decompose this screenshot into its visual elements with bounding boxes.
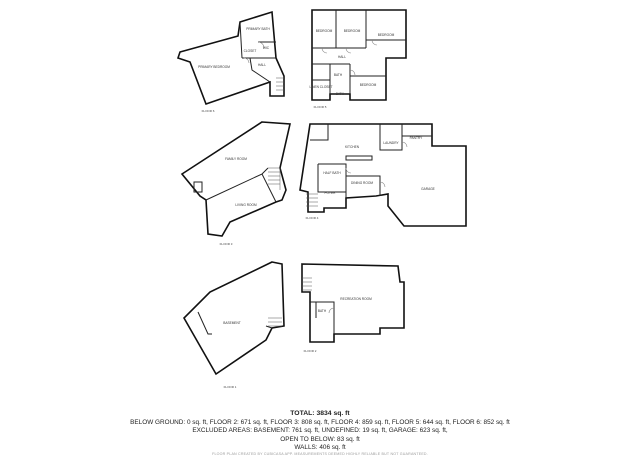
disclaimer-footer: FLOOR PLAN CREATED BY CUBICASA APP. MEAS… (212, 452, 428, 456)
floor-2-label: FLOOR 2 (304, 349, 317, 353)
area-summary: TOTAL: 3834 sq. ft BELOW GROUND: 0 sq. f… (0, 410, 640, 453)
f1-room-name: BASEMENT (223, 321, 241, 325)
floor-2-outline (301, 263, 405, 343)
f6-room-name: HALL (258, 63, 266, 67)
floor-1-label: FLOOR 1 (224, 385, 237, 389)
f6-room-name: WIC (263, 46, 270, 50)
f2-room-name: RECREATION ROOM (340, 297, 372, 301)
f6-room-name: PRIMARY BEDROOM (198, 65, 230, 69)
floor-2-stairs (302, 277, 312, 291)
f4-room-name: KITCHEN (345, 145, 360, 149)
floor-5-doors (321, 39, 378, 76)
f4-room-name: FOYER (325, 191, 337, 195)
f3-room-name: FAMILY ROOM (225, 157, 247, 161)
floor-areas-line: BELOW GROUND: 0 sq. ft, FLOOR 2: 671 sq.… (130, 418, 510, 426)
floor-6-label: FLOOR 6 (202, 109, 215, 113)
floor-6-doors (243, 41, 265, 64)
floor-2-doors (328, 307, 335, 314)
f4-room-name: LAUNDRY (383, 141, 399, 145)
f5-room-name: HALL (338, 55, 346, 59)
floor-3-stairs (268, 167, 281, 190)
floor-5-partitions (312, 10, 406, 94)
f6-room-name: PRIMARY BATH (246, 27, 270, 31)
floor-4-partitions (310, 124, 432, 198)
floor-1-plan: BASEMENT FLOOR 1 (183, 261, 285, 389)
floor-4-outline (299, 123, 467, 227)
total-area: TOTAL: 3834 sq. ft (290, 410, 350, 417)
floor-4-label: FLOOR 4 (306, 216, 319, 220)
f5-room-name: BEDROOM (344, 29, 361, 33)
floor-4-plan: KITCHEN PANTRY LAUNDRY HALF BATH FOYER D… (299, 123, 467, 227)
floor-3-label: FLOOR 3 (220, 242, 233, 246)
f4-room-name: PANTRY (410, 136, 424, 140)
f4-room-name: HALF BATH (323, 171, 341, 175)
floor-4-kitchen-counter (345, 155, 373, 161)
floor-1-stairs (268, 317, 282, 327)
f2-room-name: BATH (318, 309, 327, 313)
floor-5-label: FLOOR 5 (314, 105, 327, 109)
f6-room-name: CLOSET (244, 49, 257, 53)
f5-room-name: BEDROOM (360, 83, 377, 87)
floor-1-partitions (197, 311, 273, 335)
floor-2-partitions (310, 301, 335, 334)
floor-5-plan: BEDROOM BEDROOM BEDROOM HALL BATH BEDROO… (309, 9, 407, 109)
floor-3-outline (180, 121, 291, 237)
f4-room-name: GARAGE (421, 187, 435, 191)
f5-room-name: BATH (334, 73, 343, 77)
f5-room-name: BATH (336, 92, 345, 96)
f4-room-name: DINING ROOM (351, 181, 373, 185)
f5-room-name: BEDROOM (378, 33, 395, 37)
floor-5-outline (311, 9, 407, 101)
f3-room-name: LIVING ROOM (235, 203, 257, 207)
floor-6-stairs (276, 77, 284, 91)
floor-6-plan: PRIMARY BATH PRIMARY BEDROOM WIC CLOSET … (176, 10, 285, 113)
floor-1-outline (183, 261, 285, 376)
floor-4-doors (345, 141, 408, 188)
floor-3-plan: FAMILY ROOM LIVING ROOM FLOOR 3 (180, 121, 291, 246)
floor-2-plan: RECREATION ROOM BATH FLOOR 2 (301, 263, 405, 353)
floor-3-fireplace (193, 181, 203, 193)
floor-4-stairs (306, 193, 318, 207)
floor-plans-canvas: PRIMARY BATH PRIMARY BEDROOM WIC CLOSET … (176, 9, 467, 389)
floor-3-partitions (205, 167, 277, 203)
walls-area-line: WALLS: 406 sq. ft (294, 444, 346, 452)
floor-6-partitions (239, 21, 276, 83)
open-to-below-line: OPEN TO BELOW: 83 sq. ft (280, 435, 360, 443)
excluded-areas-line: EXCLUDED AREAS: BASEMENT: 761 sq. ft, UN… (192, 427, 448, 435)
f5-room-name: BEDROOM (316, 29, 333, 33)
f5-room-name: LINEN CLOSET (309, 85, 332, 89)
